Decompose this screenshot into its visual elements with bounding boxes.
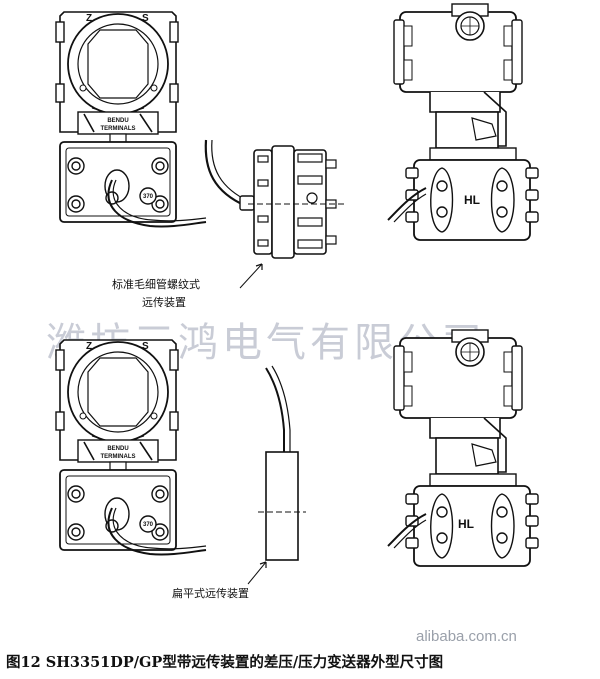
label-bendu-bottom: BENDU (107, 446, 128, 452)
label-flat-seal: 扁平式远传装置 (172, 587, 249, 600)
label-terminals-bottom: TERMINALS (101, 454, 136, 460)
label-s-top: S (142, 13, 149, 24)
label-capillary-line1: 标准毛细管螺纹式 (112, 277, 200, 291)
label-hl-top: HL (464, 193, 480, 207)
flat-seal: 扁平式远传装置 (172, 365, 306, 600)
side-view-bottom: HL (387, 329, 539, 567)
label-z-bottom: Z (86, 341, 92, 352)
capillary-seal: 标准毛细管螺纹式 远传装置 (112, 139, 346, 309)
label-knob-bottom: 370 (143, 522, 154, 528)
label-knob-top: 370 (143, 194, 154, 200)
figure-caption: 图12 SH3351DP/GP型带远传装置的差压/压力变送器外型尺寸图 (6, 654, 444, 671)
front-view-top: Z S BENDU TERMINALS 370 (55, 11, 207, 228)
front-view-bottom: Z S BENDU TERMINALS 370 (55, 339, 207, 556)
label-z-top: Z (86, 13, 92, 24)
label-hl-bottom: HL (458, 517, 474, 531)
label-s-bottom: S (142, 341, 149, 352)
label-capillary-line2: 远传装置 (142, 296, 186, 309)
watermark-site: alibaba.com.cn (416, 628, 517, 645)
side-view-top: HL (387, 3, 539, 241)
label-bendu-top: BENDU (107, 118, 128, 124)
label-terminals-top: TERMINALS (101, 126, 136, 132)
